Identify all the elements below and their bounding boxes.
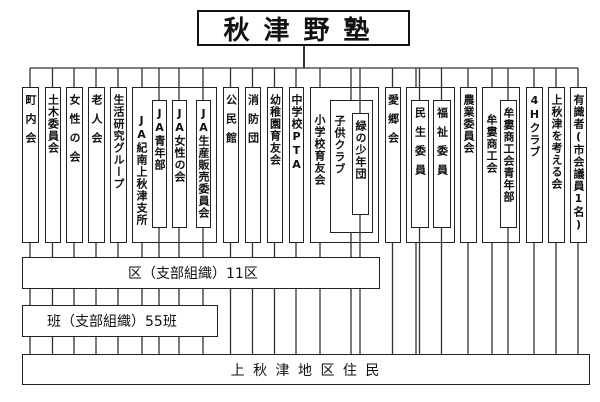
- org-label: 福祉委員: [435, 107, 449, 183]
- org-box-shobo: 消防団: [245, 87, 261, 243]
- org-label: 上秋津を考える会: [550, 94, 563, 190]
- org-label: 土木委員会: [46, 94, 60, 154]
- org-label: 民生委員: [413, 107, 427, 183]
- org-box-seikatsu: 生活研究グループ: [110, 87, 127, 243]
- ku-label: 区（支部組織）11区: [128, 266, 258, 282]
- org-label: 子供クラブ: [333, 115, 346, 175]
- org-box-doboku: 土木委員会: [45, 87, 61, 243]
- org-box-fukushi: 福祉委員: [433, 100, 451, 228]
- org-label: 有識者(市会議員1名): [572, 94, 585, 232]
- org-label: 農業委員会: [462, 94, 475, 154]
- org-label: 牟婁商工会: [485, 114, 498, 174]
- org-box-ja-seisan: JA生産販売委員会: [196, 100, 211, 228]
- org-box-ja-josei: JA女性の会: [172, 100, 187, 228]
- org-box-kangaeru: 上秋津を考える会: [548, 87, 565, 243]
- org-box-chugaku: 中学校PTA: [289, 87, 304, 243]
- org-box-nogyo: 農業委員会: [460, 87, 477, 243]
- org-label: JA紀南上秋津支所: [135, 114, 148, 226]
- org-box-muro-seinen: 牟婁商工会青年部: [500, 100, 517, 228]
- org-label: 緑の少年団: [354, 120, 367, 180]
- org-label: 牟婁商工会青年部: [502, 107, 515, 203]
- ku-box: 区（支部組織）11区: [22, 257, 380, 289]
- residents-box: 上 秋 津 地 区 住 民: [22, 354, 590, 385]
- residents-label: 上 秋 津 地 区 住 民: [230, 362, 382, 379]
- org-label: 町内会: [24, 94, 37, 151]
- org-box-chonaikai: 町内会: [22, 87, 39, 243]
- org-label: 幼稚園育友会: [268, 94, 282, 166]
- org-label: 老人会: [90, 94, 103, 151]
- han-box: 班（支部組織）55班: [22, 305, 218, 337]
- org-box-yushiki: 有識者(市会議員1名): [570, 87, 587, 243]
- org-box-yochien: 幼稚園育友会: [267, 87, 283, 243]
- org-box-midori: 緑の少年団: [352, 113, 369, 215]
- org-box-kominkan: 公民館: [223, 87, 239, 243]
- han-label: 班（支部組織）55班: [47, 314, 177, 330]
- org-label: 女性の会: [68, 94, 81, 170]
- org-label: 小学校育友会: [313, 114, 326, 186]
- org-box-ja-seinen: JA青年部: [152, 100, 167, 228]
- org-box-rojin: 老人会: [88, 87, 105, 243]
- title-box: 秋津野塾: [197, 10, 410, 46]
- org-box-aikyo: 愛郷会: [385, 87, 401, 243]
- org-label: 中学校PTA: [290, 94, 303, 172]
- org-label: 消防団: [246, 94, 260, 151]
- org-box-josei: 女性の会: [66, 87, 83, 243]
- org-label: 4Hクラブ: [528, 94, 541, 158]
- org-label: 愛郷会: [386, 94, 400, 151]
- title-text: 秋津野塾: [223, 15, 384, 46]
- org-label: 公民館: [224, 94, 238, 151]
- org-box-fourh: 4Hクラブ: [526, 87, 543, 243]
- org-label: JA生産販売委員会: [197, 107, 210, 219]
- org-label: JA青年部: [153, 107, 166, 171]
- org-label: 生活研究グループ: [112, 94, 125, 190]
- org-label: JA女性の会: [173, 107, 186, 183]
- org-box-minsei: 民生委員: [411, 100, 429, 228]
